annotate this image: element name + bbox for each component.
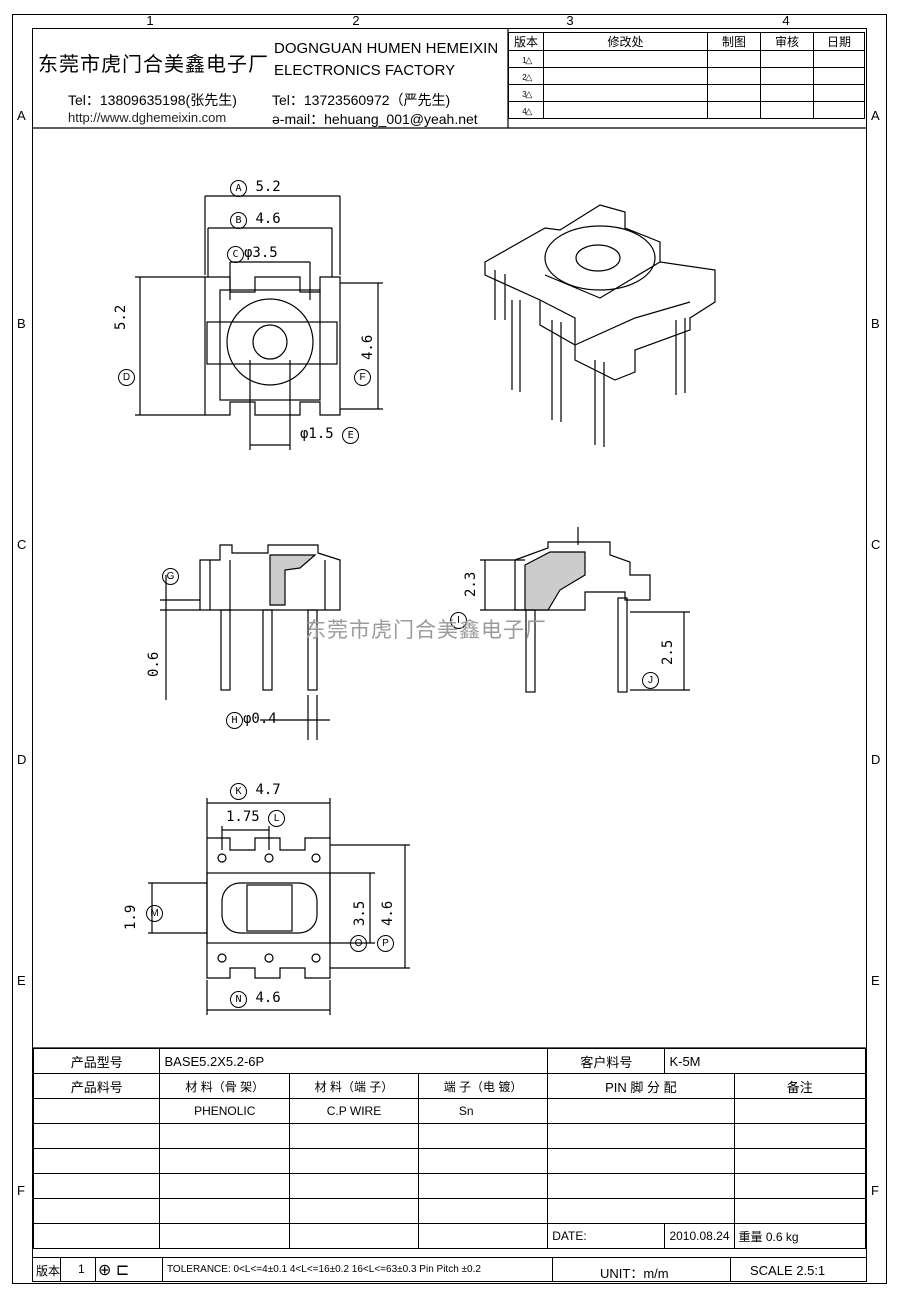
dim-l: 1.75 L [226,809,286,827]
bom-mat2-value: C.P WIRE [289,1098,419,1124]
dim-i: 2.3 [463,571,479,597]
bom-table: 产品型号 BASE5.2X5.2-6P 客户料号 K-5M 产品料号 材 料（骨… [32,1048,866,1249]
drawing-outer-frame [12,14,887,1284]
contact-tel-2: Tel：13723560972（严先生) [272,92,451,108]
bottom-divider-4 [552,1257,553,1282]
zone-row-b-left: B [17,316,26,331]
zone-col-4: 4 [782,13,790,28]
bom-customer-label: 客户料号 [547,1048,666,1074]
zone-row-e-right: E [871,973,880,988]
rev-header-check: 审核 [760,32,814,51]
bottom-view [148,798,410,1015]
dim-k: K 4.7 [230,782,281,800]
company-name-cn: 东莞市虎门合美鑫电子厂 [38,54,269,76]
dim-d-marker: D [118,367,135,386]
dim-p: 4.6 [380,900,396,926]
dim-f: 4.6 [360,334,376,360]
version-value: 1 [78,1262,85,1276]
dim-b: B 4.6 [230,211,281,229]
dim-a: A 5.2 [230,179,281,197]
dim-n: N 4.6 [230,990,281,1008]
zone-row-b-right: B [871,316,880,331]
zone-row-a-left: A [17,108,26,123]
bom-part-label: 产品料号 [32,1073,161,1099]
zone-row-d-left: D [17,752,27,767]
bom-remark-label: 备注 [733,1073,866,1099]
dim-m-marker: M [146,903,163,922]
contact-tel-1: Tel：13809635198(张先生) [68,92,237,108]
bottom-divider-1 [60,1257,61,1282]
company-name-en-line2: ELECTRONICS FACTORY [274,62,456,79]
side-view-left [160,544,341,740]
rev-header-drawn: 制图 [707,32,761,51]
bottom-strip [33,1257,866,1282]
unit-label: UNIT：m/m [600,1266,669,1281]
dim-g-marker: G [162,566,179,585]
bom-mat1-value: PHENOLIC [159,1098,291,1124]
bom-model-label: 产品型号 [32,1048,161,1074]
dim-g: 0.6 [146,651,162,677]
zone-row-a-right: A [871,108,880,123]
dim-o-marker: O [350,933,367,952]
bom-model-value: BASE5.2X5.2-6P [159,1048,549,1074]
bom-date-label: DATE: [547,1223,666,1249]
bom-term-value: Sn [417,1098,549,1124]
company-email[interactable]: ə-mail：hehuang_001@yeah.net [272,111,478,127]
zone-col-2: 2 [352,13,360,28]
zone-row-f-right: F [871,1183,879,1198]
dim-d: 5.2 [113,304,129,330]
dim-p-marker: P [377,933,394,952]
dim-j: 2.5 [660,639,676,665]
zone-row-c-left: C [17,537,27,552]
company-name-en-line1: DOGNGUAN HUMEN HEMEIXIN [274,40,499,57]
zone-row-c-right: C [871,537,881,552]
bom-pin-label: PIN 脚 分 配 [547,1073,735,1099]
zone-col-3: 3 [566,13,574,28]
bom-term-label: 端 子（电 镀） [417,1073,549,1099]
bom-date-value: 2010.08.24 [664,1223,735,1249]
bottom-divider-2 [95,1257,96,1282]
bottom-divider-3 [162,1257,163,1282]
company-website[interactable]: http://www.dghemeixin.com [68,110,227,125]
zone-col-1: 1 [146,13,154,28]
bom-mat2-label: 材 料（端 子） [289,1073,419,1099]
tolerance-note: TOLERANCE: 0<L<=4±0.1 4<L<=16±0.2 16<L<=… [167,1264,481,1275]
zone-row-f-left: F [17,1183,25,1198]
side-view-right [480,527,690,693]
revision-table: 版本 修改处 制图 审核 日期 △1 △2 △3 △4 [508,32,865,119]
top-view [135,195,383,450]
watermark-company: 东莞市虎门合美鑫电子厂 [305,619,547,642]
isometric-view [484,204,716,447]
dim-j-marker: J [642,670,659,689]
dim-f-marker: F [354,367,371,386]
dim-e: φ1.5 E [300,426,360,444]
dim-o: 3.5 [352,900,368,926]
bom-mat1-label: 材 料（骨 架） [159,1073,291,1099]
bottom-divider-5 [730,1257,731,1282]
dim-m: 1.9 [123,904,139,930]
bom-weight: 重量 0.6 kg [733,1223,866,1249]
version-label: 版本 [36,1264,61,1278]
projection-symbol-icon: ⊕ ⊏ [98,1262,130,1279]
scale-label: SCALE 2.5:1 [750,1263,826,1278]
zone-row-d-right: D [871,752,881,767]
bom-customer-value: K-5M [664,1048,866,1074]
zone-row-e-left: E [17,973,26,988]
dim-i-marker: I [450,610,467,629]
